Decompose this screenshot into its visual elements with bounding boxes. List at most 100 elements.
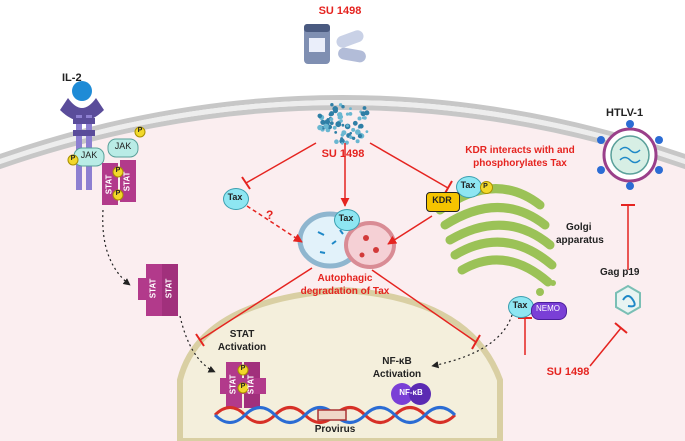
drug-label-bottom: SU 1498 — [546, 366, 590, 378]
phospho-tax-kdr — [480, 181, 493, 194]
jak-right-label: JAK — [114, 141, 132, 151]
drug-particles — [317, 103, 370, 145]
drug-particle — [358, 124, 363, 129]
drug-particle — [349, 135, 353, 139]
inhibit-autophagy-stat — [199, 267, 313, 341]
autophagy-label-line1: Autophagic — [317, 273, 373, 284]
htlv1-virion — [597, 120, 663, 190]
inhibit-drug-kdr — [369, 142, 449, 189]
phospho-tax-kdr-label: P — [483, 183, 488, 190]
drug-particle — [360, 111, 366, 117]
inhibit-autophagy-nfkb — [371, 269, 477, 343]
golgi-label-line1: Golgi — [566, 222, 592, 233]
kdr-note-line1: KDR interacts with and — [465, 145, 575, 156]
drug-particle — [338, 103, 343, 107]
golgi-label-line2: apparatus — [556, 235, 604, 246]
drug-particle — [329, 117, 334, 122]
autophagy-label-line2: degradation of Tax — [300, 286, 390, 297]
stat-dimer-cytoplasm — [138, 264, 178, 316]
jak-left-label: JAK — [80, 150, 98, 160]
inhibit-bar-stat — [195, 333, 205, 347]
stat-nuc-right-label: STAT — [246, 374, 256, 395]
nfkb-dimer — [391, 383, 431, 405]
drug-particle — [341, 123, 345, 127]
drug-particle — [332, 125, 337, 130]
gag-label: Gag p19 — [600, 267, 640, 278]
drug-particle — [365, 130, 369, 134]
stat-cyto-left-label: STAT — [148, 278, 158, 299]
drug-particle — [340, 137, 344, 141]
autophagosome — [297, 211, 396, 269]
drug-particle — [323, 123, 329, 130]
drug-particle — [330, 103, 334, 107]
nfkb-activation-line2: Activation — [372, 369, 422, 380]
il2-label: IL-2 — [62, 72, 82, 84]
drug-particle — [346, 124, 349, 128]
phospho-stat-1-label: P — [115, 167, 121, 174]
stat-receptor-right-label: STAT — [122, 171, 132, 192]
nemo-box — [531, 302, 567, 320]
arrow-tax-question — [246, 205, 303, 243]
drug-label-center: SU 1498 — [321, 148, 365, 160]
kdr-note-line2: phosphorylates Tax — [473, 158, 567, 169]
arrow-nemo-to-nfkb — [431, 314, 513, 369]
nemo-label: NEMO — [536, 304, 560, 313]
phospho-nuc-2-label: P — [240, 383, 246, 390]
drug-particle — [335, 121, 342, 128]
drug-pill-icon — [304, 24, 366, 64]
drug-particle — [348, 112, 353, 116]
kdr-label: KDR — [432, 195, 452, 205]
drug-particle — [349, 107, 352, 110]
gag-p19 — [615, 284, 641, 316]
drug-particle — [341, 142, 344, 145]
nfkb-activation-line1: NF-κB — [382, 356, 412, 367]
tax-autophagosome-label: Tax — [338, 213, 354, 223]
provirus-label: Provirus — [314, 424, 356, 435]
stat-nuc-left-label: STAT — [228, 374, 238, 395]
inhibit-bar-gag — [614, 322, 628, 334]
phospho-jak-right — [134, 126, 146, 138]
inhibit-drug-gag — [589, 327, 622, 367]
drug-particle — [324, 119, 331, 125]
drug-particle — [349, 131, 353, 135]
il2-ligand — [72, 81, 92, 101]
phospho-stat-2 — [112, 189, 124, 201]
drug-particle — [341, 105, 345, 109]
tax-nemo-label: Tax — [512, 300, 528, 310]
inhibit-bar-nfkb — [471, 334, 481, 350]
phospho-nuc-1 — [237, 364, 249, 376]
stat-dimer-nucleus — [220, 362, 266, 408]
drug-label-top: SU 1498 — [318, 5, 362, 17]
drug-particle — [355, 139, 360, 144]
drug-particle — [351, 127, 356, 132]
phospho-stat-1 — [112, 166, 124, 178]
stat-receptor-right — [120, 160, 136, 202]
phospho-jak-left — [67, 154, 79, 166]
drug-particle — [334, 131, 338, 134]
drug-particle — [362, 106, 367, 110]
drug-particle — [337, 112, 342, 118]
drug-particle — [320, 119, 326, 125]
drug-particle — [333, 108, 338, 114]
tax-free-label: Tax — [227, 192, 243, 202]
stat-activation-line1: STAT — [229, 329, 255, 340]
htlv1-label: HTLV-1 — [606, 107, 644, 119]
drug-particle — [363, 116, 367, 120]
question-mark: ? — [266, 208, 274, 222]
phospho-nuc-2 — [237, 382, 249, 394]
tax-autophagosome — [334, 209, 360, 231]
inhibit-drug-tax — [245, 142, 317, 184]
drug-particle — [327, 124, 333, 130]
drug-particle — [340, 133, 345, 137]
provirus-dna — [213, 406, 457, 424]
drug-particle — [357, 116, 362, 121]
stat-activation-line2: Activation — [217, 342, 267, 353]
phospho-nuc-1-label: P — [240, 365, 246, 372]
drug-particle — [345, 112, 350, 116]
phospho-jak-left-label: P — [70, 155, 76, 162]
kdr-box — [426, 192, 460, 212]
drug-particle — [352, 120, 358, 126]
nfkb-label: NF-κB — [399, 388, 423, 397]
